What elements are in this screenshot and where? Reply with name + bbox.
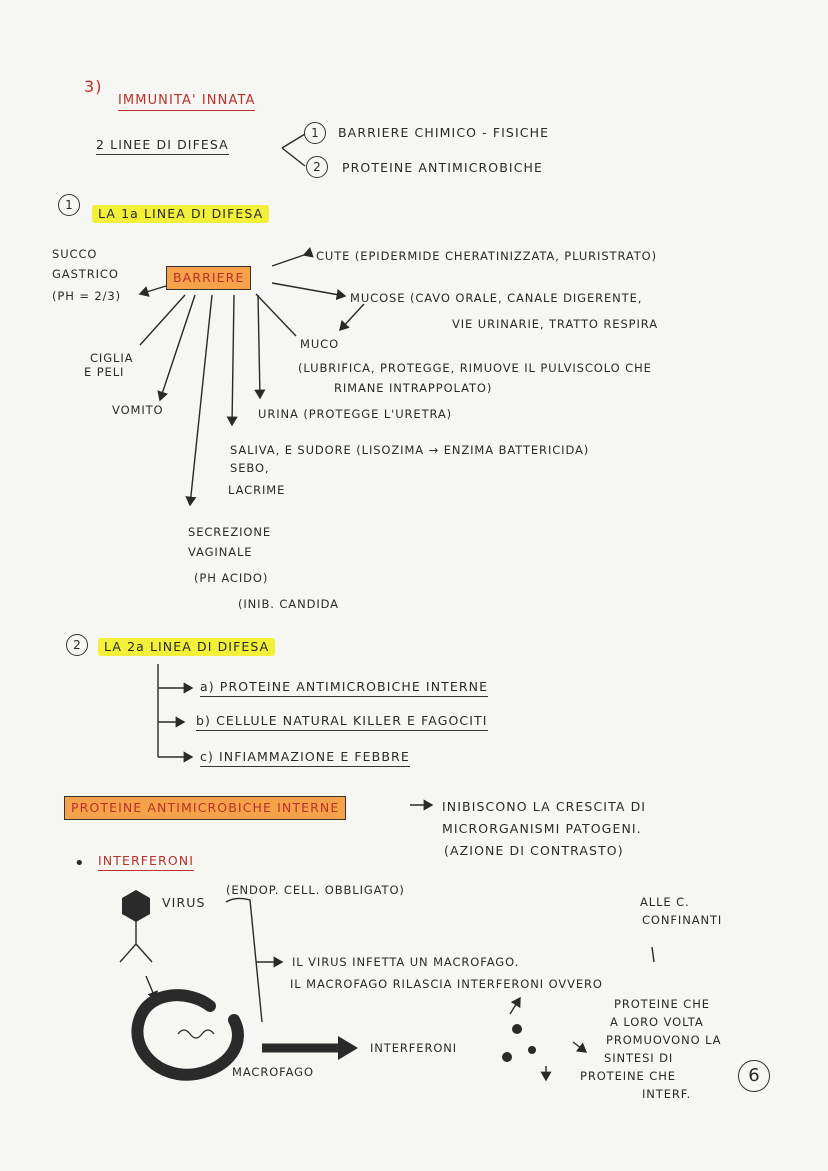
- defense-item-1: BARRIERE CHIMICO - FISICHE: [338, 125, 550, 140]
- item-num-2: 2: [306, 156, 328, 178]
- secrezione-line-1: SECREZIONE: [188, 525, 272, 539]
- interferon-dot: [528, 1046, 536, 1054]
- virus-icon: [122, 890, 150, 922]
- proteine-che-3: PROMUOVONO LA: [606, 1033, 722, 1047]
- proteine-desc-2: MICRORGANISMI PATOGENI.: [442, 821, 642, 836]
- page-number: 6: [738, 1060, 770, 1092]
- proteine-desc-1: INIBISCONO LA CRESCITA DI: [442, 799, 647, 814]
- second-line-item-b: b) CELLULE NATURAL KILLER E FAGOCITI: [196, 714, 488, 731]
- second-line-item-a: a) PROTEINE ANTIMICROBICHE INTERNE: [200, 680, 489, 697]
- vomito-text: VOMITO: [112, 403, 164, 417]
- urina-text: URINA (PROTEGGE L'URETRA): [258, 407, 453, 421]
- interferon-dot: [502, 1052, 512, 1062]
- virus-note: (ENDOP. CELL. OBBLIGATO): [226, 883, 405, 897]
- section-title: IMMUNITA' INNATA: [118, 93, 256, 112]
- succo-line-1: SUCCO: [52, 247, 98, 261]
- interferoni-heading: INTERFERONI: [98, 854, 195, 871]
- proteine-desc-3: (AZIONE DI CONTRASTO): [444, 843, 624, 858]
- alle-line-1: ALLE C.: [640, 895, 690, 909]
- muco-line-1: MUCO: [300, 337, 340, 351]
- mucose-line-1: MUCOSE (CAVO ORALE, CANALE DIGERENTE,: [350, 291, 643, 305]
- proteine-che-6: INTERF.: [642, 1087, 691, 1101]
- infetta-line-2: IL MACROFAGO RILASCIA INTERFERONI OVVERO: [290, 977, 603, 991]
- proteine-box: PROTEINE ANTIMICROBICHE INTERNE: [64, 796, 347, 820]
- interferon-dot: [512, 1024, 522, 1034]
- ciglia-line-2: E PELI: [84, 365, 125, 379]
- mucose-line-2: VIE URINARIE, TRATTO RESPIRA: [452, 317, 658, 331]
- barriere-box: BARRIERE: [166, 266, 252, 290]
- proteine-che-4: SINTESI DI: [604, 1051, 674, 1065]
- infetta-line-1: IL VIRUS INFETTA UN MACROFAGO.: [292, 955, 520, 969]
- proteine-che-2: A LORO VOLTA: [610, 1015, 704, 1029]
- second-line-num: 2: [66, 634, 88, 656]
- dna-icon: [177, 1029, 215, 1039]
- proteine-che-1: PROTEINE CHE: [614, 997, 710, 1011]
- big-arrow-icon: [338, 1036, 358, 1060]
- proteine-che-5: PROTEINE CHE: [580, 1069, 676, 1083]
- second-line-title: LA 2a LINEA DI DIFESA: [98, 638, 276, 656]
- succo-line-3: (PH = 2/3): [52, 289, 122, 303]
- ciglia-line-1: CIGLIA: [90, 351, 134, 365]
- muco-line-3: RIMANE INTRAPPOLATO): [334, 381, 493, 395]
- secrezione-line-3: (PH ACIDO): [194, 571, 269, 585]
- virus-label: VIRUS: [162, 895, 206, 910]
- macrofago-label: MACROFAGO: [232, 1065, 314, 1079]
- macrofago-icon: [131, 989, 244, 1081]
- alle-line-2: CONFINANTI: [642, 913, 723, 927]
- saliva-line-3: LACRIME: [228, 483, 286, 497]
- saliva-line-1: SALIVA, E SUDORE (LISOZIMA → ENZIMA BATT…: [230, 443, 590, 457]
- saliva-line-2: SEBO,: [230, 461, 270, 475]
- succo-line-2: GASTRICO: [52, 267, 119, 281]
- arrow-label: INTERFERONI: [370, 1041, 458, 1055]
- secrezione-line-2: VAGINALE: [188, 545, 253, 559]
- secrezione-line-4: (INIB. CANDIDA: [238, 597, 339, 611]
- muco-line-2: (LUBRIFICA, PROTEGGE, RIMUOVE IL PULVISC…: [298, 361, 652, 375]
- second-line-item-c: c) INFIAMMAZIONE E FEBBRE: [200, 750, 410, 767]
- first-line-num: 1: [58, 194, 80, 216]
- defense-lines-label: 2 LINEE DI DIFESA: [96, 138, 229, 155]
- item-num-1: 1: [304, 122, 326, 144]
- bullet-icon: •: [74, 853, 86, 874]
- defense-item-2: PROTEINE ANTIMICROBICHE: [342, 160, 544, 175]
- section-number: 3): [84, 77, 103, 96]
- cute-text: CUTE (EPIDERMIDE CHERATINIZZATA, PLURIST…: [316, 249, 658, 263]
- first-line-title: LA 1a LINEA DI DIFESA: [92, 205, 270, 223]
